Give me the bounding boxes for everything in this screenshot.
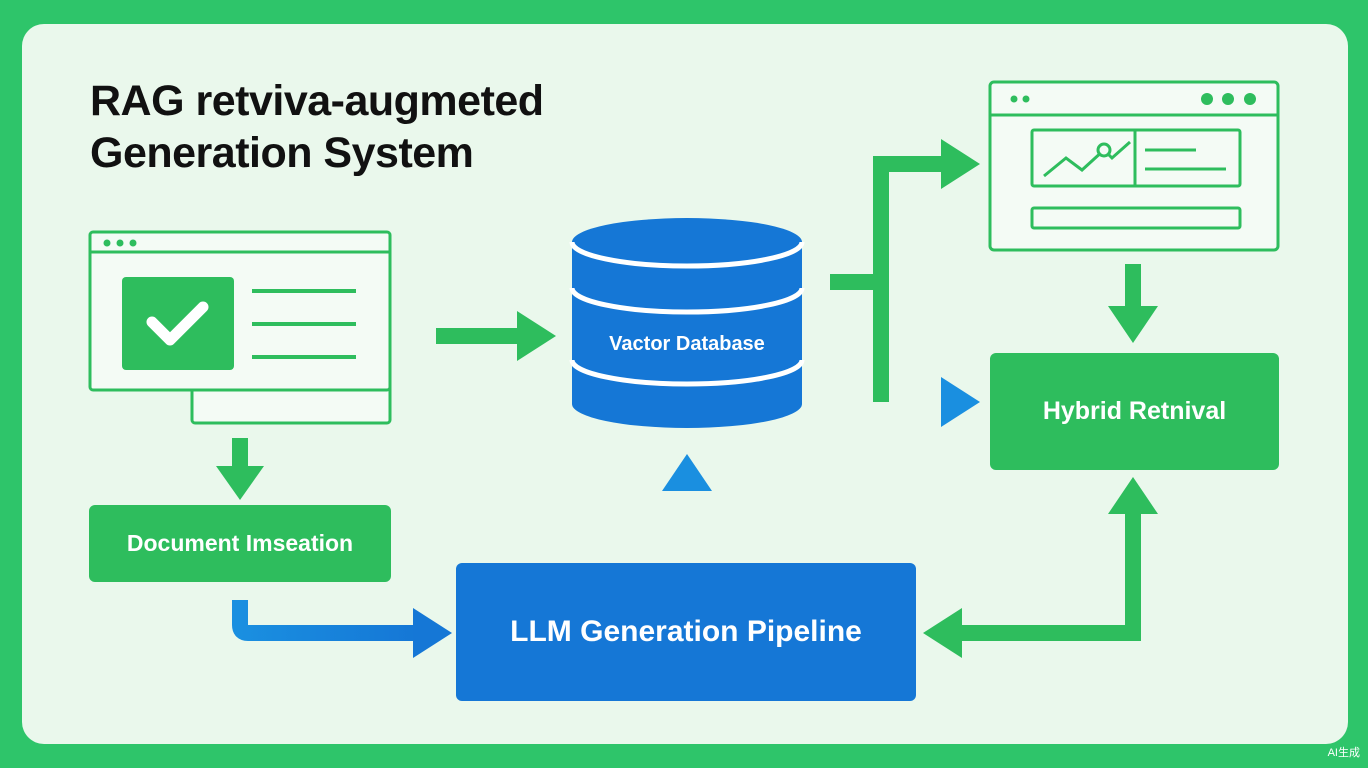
vector-database-label: Vactor Database: [609, 332, 765, 355]
document-ingestion-box: [89, 505, 391, 582]
hybrid-retrieval-label: Hybrid Retnival: [1042, 397, 1227, 425]
line-chart-icon: [1043, 140, 1131, 178]
database-cylinder-icon: [569, 218, 805, 428]
dashboard-window-icon: [988, 80, 1280, 252]
llm-pipeline-label: LLM Generation Pipeline: [510, 615, 862, 648]
title-line-2: Generation System: [90, 128, 474, 177]
diagram-title: RAG retviva-augmeted Generation System: [90, 76, 544, 179]
llm-pipeline-box: [456, 563, 916, 701]
arrow-doc-to-ingestion: [216, 438, 264, 500]
arrow-dashboard-to-hybrid: [1108, 264, 1158, 343]
arrow-hybrid-pipeline-loop: [923, 477, 1158, 658]
watermark: AI生成: [1327, 747, 1360, 759]
arrow-ingestion-to-pipeline: [232, 600, 452, 658]
document-window-icon: [88, 230, 392, 425]
title-line-1: RAG retviva-augmeted: [90, 77, 544, 125]
arrow-pipeline-to-vectordb: [662, 454, 712, 546]
arrow-vectordb-branch: [830, 139, 980, 427]
hybrid-retrieval-box: [990, 353, 1279, 470]
arrow-doc-to-vectordb: [436, 311, 556, 361]
checkmark-icon: [146, 301, 209, 346]
document-ingestion-label: Document Imseation: [126, 530, 354, 556]
